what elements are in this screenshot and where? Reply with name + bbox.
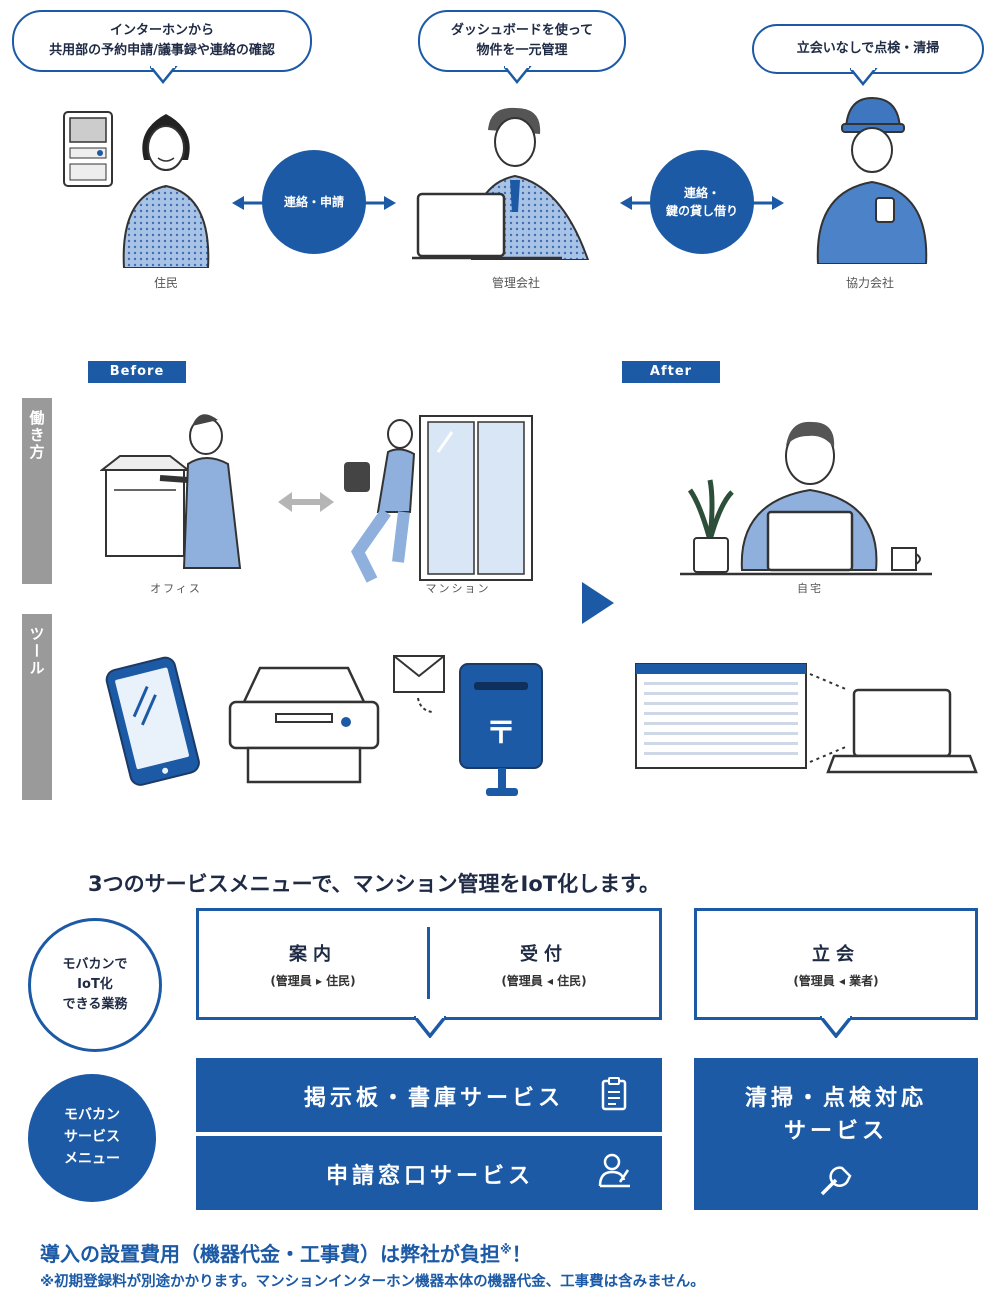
link-text: 連絡・申請 xyxy=(283,195,344,209)
iot-tasks-circle: モバカンで IoT化 できる業務 xyxy=(28,918,162,1052)
cost-footnote: ※初期登録料が別途かかります。マンションインターホン機器本体の機器代金、工事費は… xyxy=(40,1274,705,1290)
manager-speech-bubble: ダッシュボードを使って 物件を一元管理 xyxy=(418,10,626,72)
row-label-text: 働き方 xyxy=(27,410,46,461)
contractor-figure-icon xyxy=(816,96,928,264)
service-divider xyxy=(196,1132,662,1136)
task-sub: (管理員 ▸ 住民) xyxy=(270,973,356,988)
task-attendance: 立会 (管理員 ◂ 業者) xyxy=(697,911,975,1017)
row-label-tools: ツール xyxy=(22,614,52,800)
home-worker-icon xyxy=(680,421,932,576)
task-divider xyxy=(427,927,430,999)
task-sub: (管理員 ◂ 業者) xyxy=(793,973,879,988)
frame-pointer xyxy=(414,1016,446,1038)
home-label: 自宅 xyxy=(797,582,823,595)
manager-bubble-text: ダッシュボードを使って 物件を一元管理 xyxy=(450,22,594,58)
task-reception: 受付 (管理員 ◂ 住民) xyxy=(430,911,658,1017)
task-guide: 案内 (管理員 ▸ 住民) xyxy=(199,911,427,1017)
tasks-frame-left: 案内 (管理員 ▸ 住民) 受付 (管理員 ◂ 住民) xyxy=(196,908,662,1020)
office-worker-copier-icon xyxy=(100,414,242,569)
post-box-icon xyxy=(459,663,543,796)
manager-figure-icon xyxy=(412,107,590,260)
envelope-icon xyxy=(393,655,445,713)
intercom-icon xyxy=(63,111,113,187)
tablet-icon xyxy=(105,656,200,786)
row-label-text: ツール xyxy=(27,626,46,677)
service-text: 清掃・点検対応 サービス xyxy=(744,1086,927,1144)
cost-notice-mark: ※ xyxy=(500,1242,512,1257)
cost-notice-text: 導入の設置費用（機器代金・工事費）は弊社が負担 xyxy=(40,1242,500,1266)
mansion-label: マンション xyxy=(425,582,491,595)
frame-pointer xyxy=(820,1016,852,1038)
contractor-label: 協力会社 xyxy=(845,276,894,290)
link-circle-manager-contractor: 連絡・ 鍵の貸し借り xyxy=(650,150,754,254)
double-arrow-gray-icon xyxy=(278,492,334,512)
before-tag: Before xyxy=(88,361,186,383)
iot-tasks-text: モバカンで IoT化 できる業務 xyxy=(62,956,128,1013)
after-tag: After xyxy=(622,361,720,383)
postal-mark: 〒 xyxy=(486,716,516,751)
contractor-bubble-text: 立会いなしで点検・清掃 xyxy=(796,40,940,56)
task-sub: (管理員 ◂ 住民) xyxy=(501,973,587,988)
after-arrow-icon xyxy=(582,582,614,624)
task-title: 受付 xyxy=(520,943,568,965)
contractor-speech-bubble: 立会いなしで点検・清掃 xyxy=(752,24,984,74)
cost-notice: 導入の設置費用（機器代金・工事費）は弊社が負担※！ xyxy=(40,1238,532,1267)
clipboard-icon xyxy=(601,1077,627,1111)
task-title: 案内 xyxy=(289,943,337,965)
person-write-icon xyxy=(598,1153,630,1188)
bulletin-library-service: 掲示板・書庫サービス xyxy=(196,1058,662,1132)
office-label: オフィス xyxy=(150,582,202,595)
wrench-icon xyxy=(820,1166,852,1196)
resident-label: 住民 xyxy=(153,276,178,290)
manager-label: 管理会社 xyxy=(491,276,540,290)
link-circle-resident-manager: 連絡・申請 xyxy=(262,150,366,254)
task-title: 立会 xyxy=(812,943,860,965)
row-label-workstyle: 働き方 xyxy=(22,398,52,584)
bubble-tail xyxy=(150,66,178,84)
application-window-service: 申請窓口サービス xyxy=(196,1136,662,1210)
service-menu-text: モバカン サービス メニュー xyxy=(64,1107,120,1167)
bubble-tail xyxy=(850,68,878,86)
printer-icon xyxy=(228,666,380,784)
service-text: 申請窓口サービス xyxy=(326,1164,535,1189)
resident-figure-icon xyxy=(122,114,210,268)
services-headline: 3つのサービスメニューで、マンション管理をIoT化します。 xyxy=(88,872,660,896)
service-menu-circle: モバカン サービス メニュー xyxy=(28,1074,156,1202)
cleaning-inspection-service: 清掃・点検対応 サービス xyxy=(694,1058,978,1210)
cost-notice-end: ！ xyxy=(511,1242,532,1266)
dashboard-laptop-icon xyxy=(635,663,978,774)
resident-bubble-text: インターホンから 共用部の予約申請/議事録や連絡の確認 xyxy=(49,22,275,58)
bubble-tail xyxy=(504,66,532,84)
running-worker-door-icon xyxy=(344,415,533,583)
service-text: 掲示板・書庫サービス xyxy=(304,1086,565,1111)
tasks-frame-right: 立会 (管理員 ◂ 業者) xyxy=(694,908,978,1020)
link-text: 連絡・ 鍵の貸し借り xyxy=(665,186,738,218)
resident-speech-bubble: インターホンから 共用部の予約申請/議事録や連絡の確認 xyxy=(12,10,312,72)
